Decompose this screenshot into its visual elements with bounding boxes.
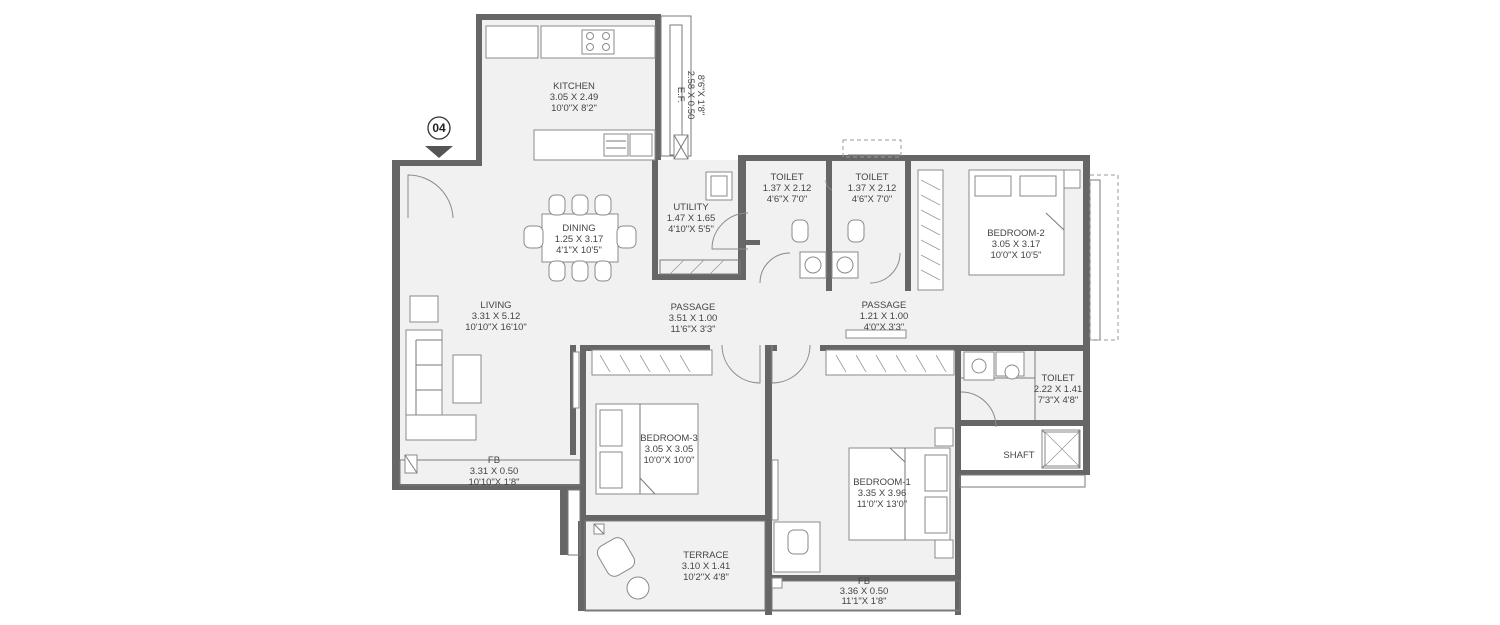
label-passage-1: PASSAGE 3.51 X 1.00 11'6"X 3'3" [669,302,718,335]
label-shaft: SHAFT [1003,450,1034,461]
label-toilet-2: TOILET 1.37 X 2.12 4'6"X 7'0" [848,172,897,205]
shaft-hatch [1044,431,1080,467]
door-swings [407,174,997,428]
passage-1-imperial: 11'6"X 3'3" [670,324,715,335]
toilet-1-name: TOILET [770,172,803,183]
passage-1-metric: 3.51 X 1.00 [669,313,718,324]
label-fb-1: FB 3.31 X 0.50 10'10"X 1'8" [468,455,519,488]
dining-name: DINING [562,223,595,234]
toilet-3-metric: 2.22 X 1.41 [1034,384,1083,395]
bedroom-3-imperial: 10'0"X 10'0" [643,455,694,466]
passage-2-name: PASSAGE [862,300,907,311]
unit-tag-circle [427,116,451,140]
label-bedroom-1: BEDROOM-1 3.35 X 3.96 11'0"X 13'0" [853,477,911,510]
kitchen-metric: 3.05 X 2.49 [550,92,599,103]
bedroom-3-furniture [595,403,699,495]
bedroom-2-furniture [968,169,1081,276]
label-living: LIVING 3.31 X 5.12 10'10"X 16'10" [465,300,527,333]
unit-tag: 04 [425,116,453,158]
toilet-2-metric: 1.37 X 2.12 [848,183,897,194]
label-kitchen: KITCHEN 3.05 X 2.49 10'0"X 8'2" [550,81,599,114]
bedroom-1-furniture [773,427,954,573]
label-dining: DINING 1.25 X 3.17 4'1"X 10'5" [555,223,604,256]
dining-metric: 1.25 X 3.17 [555,234,604,245]
utility-fixtures [659,171,741,275]
ef-imperial: 8'6"X 1'8" [695,75,706,115]
bedroom-3-metric: 3.05 X 3.05 [645,444,694,455]
fb-2-imperial: 11'1"X 1'8" [841,596,886,607]
passage-2-metric: 1.21 X 1.00 [860,311,909,322]
terrace-imperial: 10'2"X 4'8" [683,572,729,583]
bedroom-1-metric: 3.35 X 3.96 [858,488,907,499]
fb-2-metric: 3.36 X 0.50 [840,586,889,597]
bedroom-2-metric: 3.05 X 3.17 [992,239,1041,250]
label-passage-2: PASSAGE 1.21 X 1.00 4'0"X 3'3" [860,300,909,333]
toilet-3-imperial: 7'3"X 4'8" [1038,395,1078,406]
fb-2-name: FB [858,576,870,587]
fb-1-imperial: 10'10"X 1'8" [468,477,519,488]
toilet-3-name: TOILET [1041,373,1074,384]
toilet-1-imperial: 4'6"X 7'0" [767,194,807,205]
label-toilet-3: TOILET 2.22 X 1.41 7'3"X 4'8" [1034,373,1083,406]
bedroom-1-imperial: 11'0"X 13'0" [857,499,907,510]
label-bedroom-2: BEDROOM-2 3.05 X 3.17 10'0"X 10'5" [987,228,1045,261]
passage-2-imperial: 4'0"X 3'3" [864,322,904,333]
terrace-metric: 3.10 X 1.41 [682,561,731,572]
sliding-doors [404,329,907,589]
bedroom-3-name: BEDROOM-3 [640,433,698,444]
ef-name: E.F. [675,87,686,103]
bedroom-2-name: BEDROOM-2 [987,228,1045,239]
dining-set [523,194,637,282]
utility-metric: 1.47 X 1.65 [667,213,716,224]
fb-1-metric: 3.31 X 0.50 [470,466,519,477]
living-metric: 3.31 X 5.12 [472,311,521,322]
label-ef: E.F. 2.58 X 0.50 8'6"X 1'8" [675,71,706,120]
terrace-name: TERRACE [683,550,728,561]
kitchen-fixtures [485,25,689,161]
kitchen-name: KITCHEN [553,81,595,92]
passage-1-name: PASSAGE [671,302,716,313]
living-name: LIVING [480,300,511,311]
dining-imperial: 4'1"X 10'5" [556,245,602,256]
label-toilet-1: TOILET 1.37 X 2.12 4'6"X 7'0" [763,172,812,205]
living-imperial: 10'10"X 16'10" [465,322,527,333]
terrace-furniture [593,523,650,600]
toilet-1-metric: 1.37 X 2.12 [763,183,812,194]
label-fb-2: FB 3.36 X 0.50 11'1"X 1'8" [840,576,889,607]
room-labels: KITCHEN 3.05 X 2.49 10'0"X 8'2" E.F. 2.5… [465,71,1082,607]
label-bedroom-3: BEDROOM-3 3.05 X 3.05 10'0"X 10'0" [640,433,698,466]
wardrobes [591,169,955,376]
unit-tag-number: 04 [432,121,446,135]
utility-imperial: 4'10"X 5'5" [668,224,714,235]
kitchen-imperial: 10'0"X 8'2" [551,103,597,114]
bedroom-1-name: BEDROOM-1 [853,477,911,488]
label-utility: UTILITY 1.47 X 1.65 4'10"X 5'5" [667,202,716,235]
bedroom-2-imperial: 10'0"X 10'5" [990,250,1041,261]
shaft-name: SHAFT [1003,450,1034,461]
utility-name: UTILITY [673,202,709,213]
fb-1-name: FB [488,455,500,466]
ef-metric: 2.58 X 0.50 [685,71,696,120]
entry-arrow-icon [425,146,453,158]
toilet-2-name: TOILET [855,172,888,183]
walls [392,14,1090,615]
thin-lines [399,15,1119,612]
toilet-2-imperial: 4'6"X 7'0" [852,194,892,205]
label-terrace: TERRACE 3.10 X 1.41 10'2"X 4'8" [682,550,731,583]
living-furniture [405,295,482,441]
